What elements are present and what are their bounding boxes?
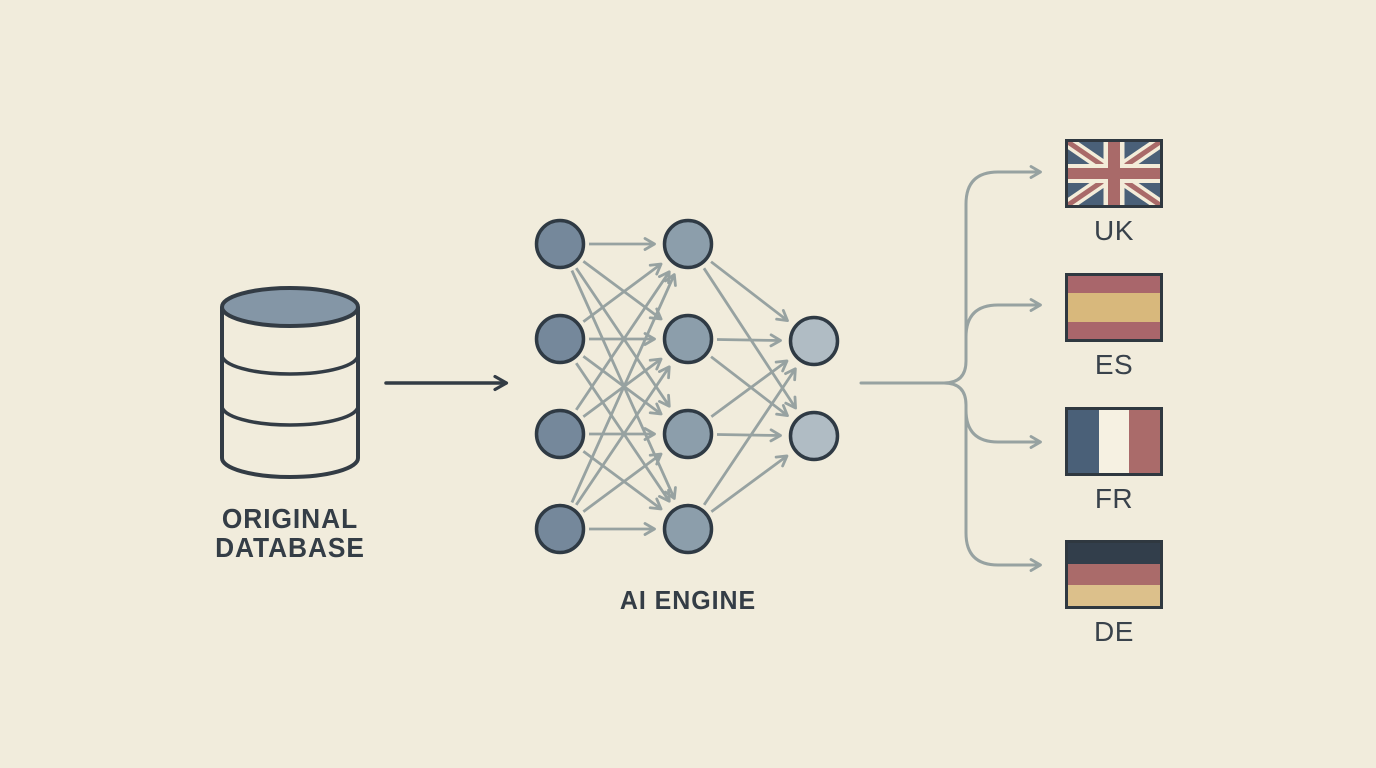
fr-stripe-right: [1129, 410, 1161, 473]
network-node: [788, 315, 840, 367]
network-edge: [575, 365, 671, 506]
network-node: [662, 408, 714, 460]
fr-flag-icon: [1065, 407, 1163, 476]
fr-stripe-middle: [1098, 410, 1130, 473]
database-label: ORIGINAL DATABASE: [196, 504, 384, 562]
network-edge: [710, 260, 789, 323]
ai-engine-label: AI ENGINE: [619, 585, 757, 615]
network-edge: [716, 428, 782, 443]
database-cylinder-icon: [220, 286, 360, 479]
es-stripe-middle: [1068, 292, 1160, 323]
network-edge: [575, 270, 671, 411]
uk-flag-art: [1068, 142, 1160, 205]
output-code-es: ES: [1094, 349, 1134, 380]
output-code-de: DE: [1094, 616, 1134, 647]
network-node: [534, 313, 586, 365]
cylinder-separator-arc: [220, 405, 360, 427]
output-code-uk: UK: [1094, 215, 1134, 246]
branch-arrow-es: [964, 298, 1042, 339]
network-edge: [716, 333, 782, 348]
output-uk: UK: [1065, 139, 1163, 247]
network-node: [534, 218, 586, 270]
de-flag-icon: [1065, 540, 1163, 609]
network-edge: [570, 273, 677, 504]
network-node: [662, 313, 714, 365]
network-edge: [575, 267, 671, 408]
de-stripe-middle: [1068, 564, 1160, 585]
es-flag-icon: [1065, 273, 1163, 342]
network-node: [534, 408, 586, 460]
network-edge: [710, 355, 789, 418]
network-edge: [702, 267, 797, 410]
network-edge: [582, 355, 663, 416]
database-label-line2: DATABASE: [215, 532, 365, 563]
network-edge: [582, 450, 663, 511]
branch-arrow-uk: [942, 165, 1042, 385]
network-edge: [710, 359, 789, 418]
database-label-line1: ORIGINAL: [221, 503, 359, 534]
network-edge: [702, 367, 797, 506]
engine-to-flags-arrows: [859, 165, 1042, 572]
output-fr: FR: [1065, 407, 1163, 515]
network-node: [662, 503, 714, 555]
network-node: [534, 503, 586, 555]
network-edge: [582, 260, 663, 321]
es-stripe-top: [1068, 276, 1160, 293]
branch-arrow-fr: [964, 408, 1042, 449]
branch-arrow-de: [942, 381, 1042, 572]
network-edge: [582, 452, 663, 513]
output-code-fr: FR: [1094, 483, 1134, 514]
de-stripe-bottom: [1068, 585, 1160, 606]
neural-network-icon: [531, 215, 843, 558]
es-stripe-bottom: [1068, 322, 1160, 339]
cylinder-body: [220, 307, 360, 479]
fr-stripe-left: [1068, 410, 1099, 473]
network-node: [662, 218, 714, 270]
network-edge: [710, 454, 789, 513]
output-de: DE: [1065, 540, 1163, 648]
de-stripe-top: [1068, 543, 1160, 564]
cylinder-top: [220, 286, 360, 328]
network-node: [788, 410, 840, 462]
uk-flag-icon: [1065, 139, 1163, 208]
cylinder-separator-arc: [220, 354, 360, 376]
output-es: ES: [1065, 273, 1163, 381]
network-edge: [582, 262, 663, 323]
